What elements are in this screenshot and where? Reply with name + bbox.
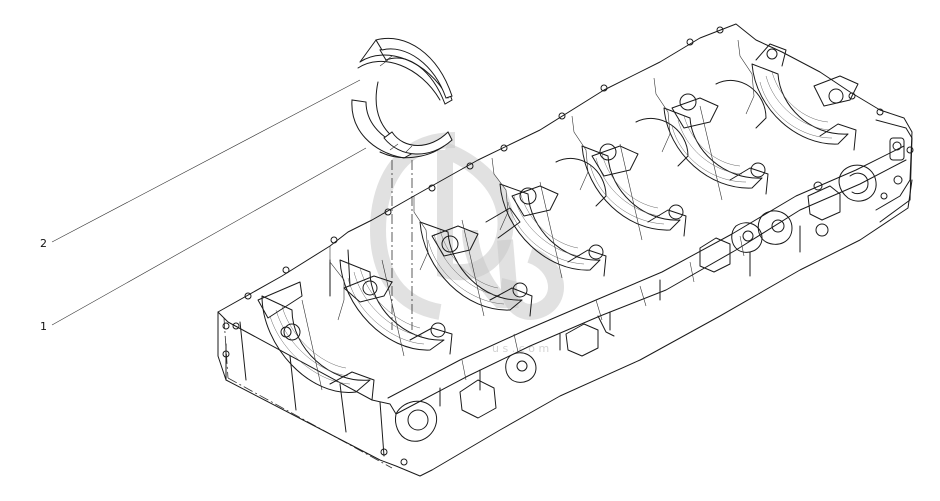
bearing-saddle-4 [499,157,607,277]
callout-labels: 2 1 [40,237,47,333]
bearing-saddle-1 [257,281,375,401]
front-wall-details [232,181,841,466]
bearing-saddle-6 [663,79,769,195]
bearing-shell-lower [351,81,453,159]
centerlines [223,160,413,469]
bearing-saddle-5 [581,117,689,237]
bearing-shell-upper [357,38,453,105]
callout-1-label: 1 [40,320,47,333]
bearing-saddle-3 [419,207,533,317]
bearing-saddle-7 [751,43,859,151]
watermark-logo: u s . c o m [369,132,564,355]
svg-text:u s . c o m: u s . c o m [492,342,549,355]
callout-2-label: 2 [40,237,47,250]
leader-lines [51,79,367,326]
crankcase-block [217,23,914,477]
bearing-saddle-2 [329,249,453,355]
inner-webs [301,39,755,391]
